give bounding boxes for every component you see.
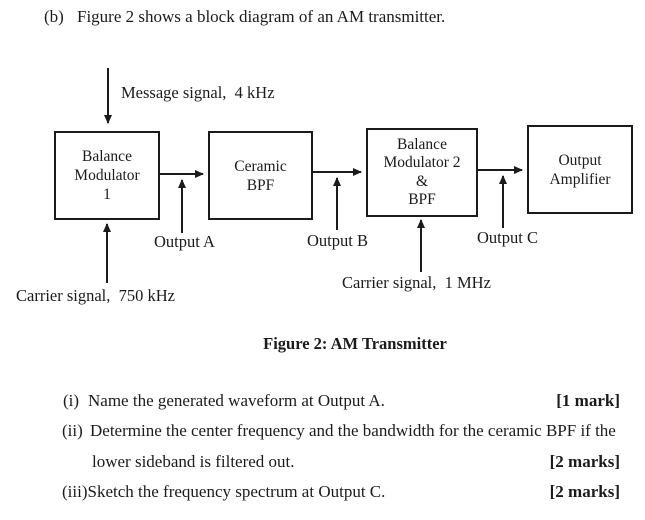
output-c-label: Output C [477, 228, 538, 247]
block-text-line: Balance [82, 148, 132, 165]
question-iii-marks: [2 marks] [549, 482, 620, 501]
block-text-line: Modulator [74, 167, 140, 184]
question-ii-continued: lower sideband is filtered out. [92, 452, 295, 472]
question-intro-text: Figure 2 shows a block diagram of an AM … [77, 7, 446, 26]
block-balance-modulator-1: Balance Modulator 1 [54, 131, 160, 220]
question-i-text: Name the generated waveform at Output A. [88, 391, 385, 410]
block-text-line: 1 [103, 186, 111, 203]
block-text-line: & [415, 172, 429, 190]
block-text-line: Modulator 2 [383, 154, 461, 171]
question-ii-number: (ii) [62, 421, 83, 440]
block-text-line: Ceramic [234, 157, 287, 175]
question-i-marks: [1 mark] [556, 391, 620, 410]
block-output-amplifier: Output Amplifier [527, 125, 633, 214]
question-i-number: (i) [63, 391, 80, 410]
question-part-label: (b) [44, 7, 64, 26]
question-iii-text: Sketch the frequency spectrum at Output … [87, 482, 386, 501]
carrier-750-label: Carrier signal, 750 kHz [16, 286, 175, 305]
block-text-line: Output [558, 151, 602, 169]
block-text-line: Amplifier [549, 170, 611, 188]
question-ii: (ii) Determine the center frequency and t… [62, 421, 616, 441]
question-ii-marks: [2 marks] [549, 452, 620, 471]
carrier-1mhz-label: Carrier signal, 1 MHz [342, 273, 491, 292]
question-ii-text-cont: lower sideband is filtered out. [92, 452, 295, 471]
output-a-label: Output A [154, 232, 215, 251]
output-b-label: Output B [307, 231, 368, 250]
block-text-line: BPF [408, 191, 436, 208]
question-i: (i) Name the generated waveform at Output… [63, 391, 385, 411]
question-iii: (iii)Sketch the frequency spectrum at Ou… [62, 482, 385, 502]
block-balance-modulator-2-bpf: Balance Modulator 2 & BPF [366, 128, 478, 217]
message-signal-label: Message signal, 4 kHz [121, 83, 275, 102]
block-ceramic-bpf: Ceramic BPF [208, 131, 313, 220]
block-text-line: Balance [397, 135, 447, 153]
block-text-line: BPF [246, 176, 275, 194]
question-intro: (b) Figure 2 shows a block diagram of an … [44, 7, 445, 27]
question-iii-number: (iii) [62, 482, 88, 501]
figure-caption: Figure 2: AM Transmitter [263, 334, 447, 353]
question-ii-text: Determine the center frequency and the b… [90, 421, 616, 440]
